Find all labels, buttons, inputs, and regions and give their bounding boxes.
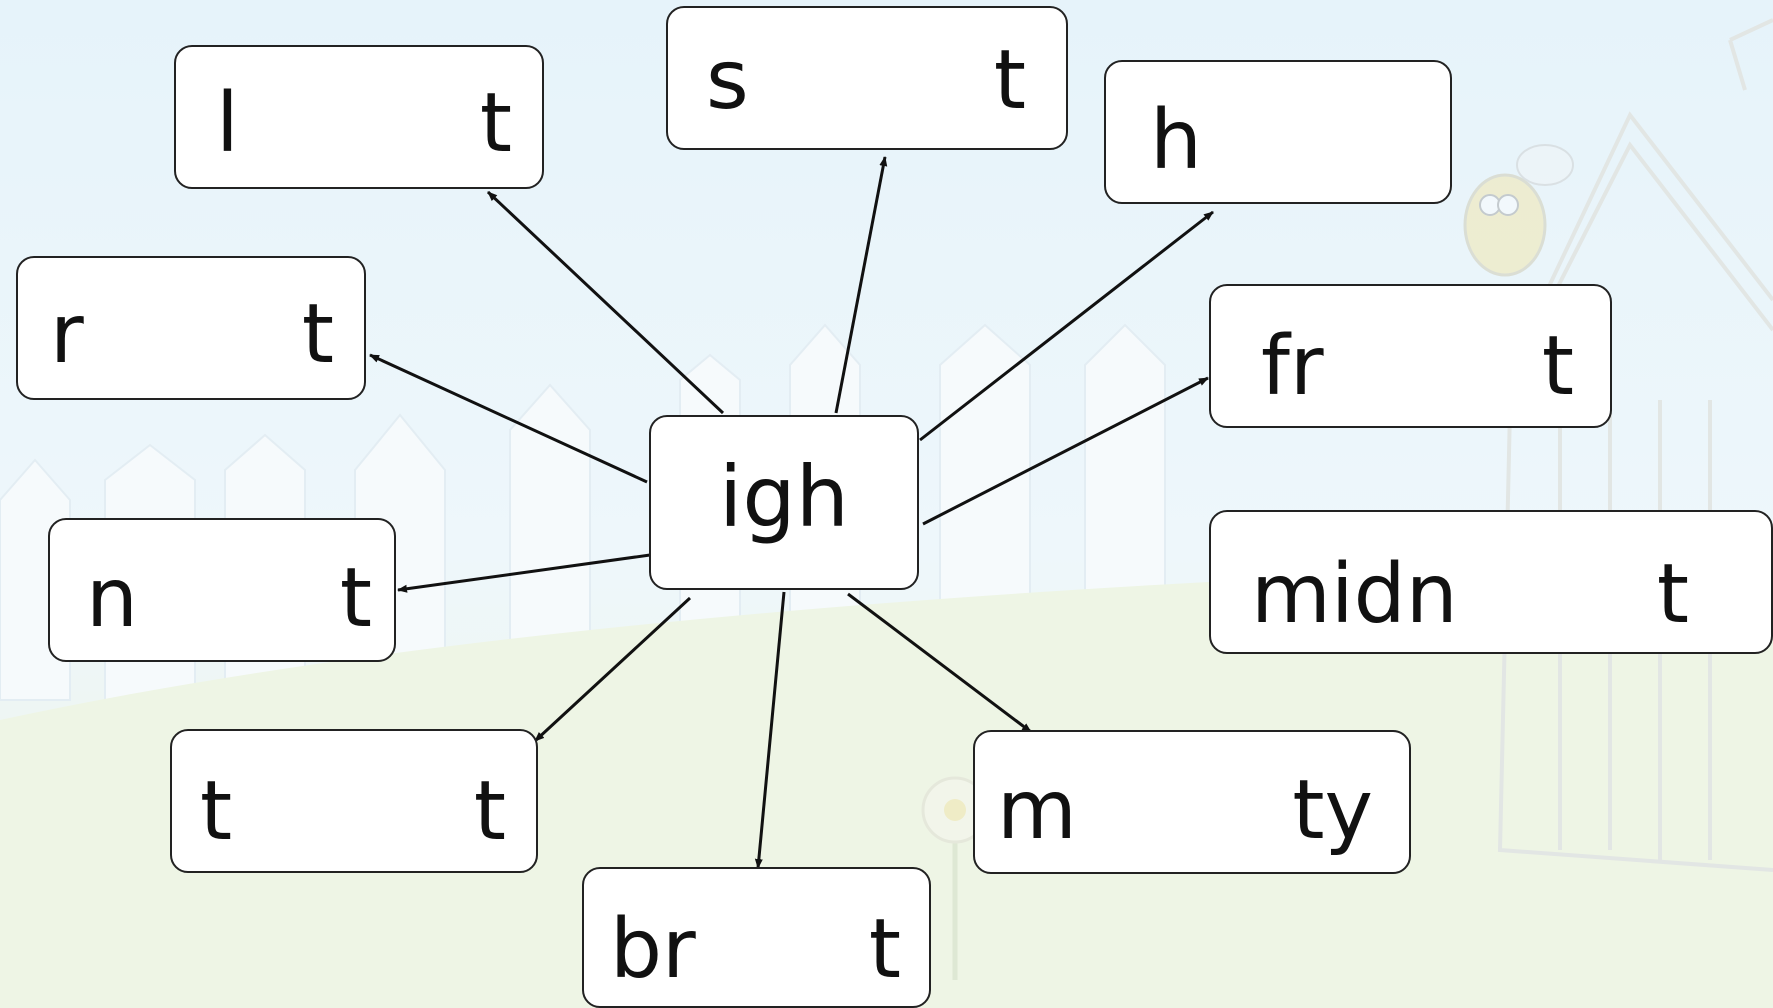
word-end: t [473, 764, 506, 859]
word-end: t [301, 287, 334, 382]
word-box-fr-t[interactable]: fr t [1209, 284, 1612, 428]
word-box-n-t[interactable]: n t [48, 518, 396, 662]
center-label: igh [719, 448, 849, 546]
word-start: s [706, 33, 749, 128]
word-end: ty [1292, 763, 1373, 858]
arrow-to-s-t [834, 156, 888, 414]
arrow-to-n-t [397, 553, 651, 593]
arrow-group [369, 156, 1214, 869]
arrow-to-m-ty [847, 592, 1032, 734]
word-start: fr [1261, 319, 1324, 414]
grass-hill [0, 560, 1773, 1008]
word-start: t [200, 764, 233, 859]
word-box-s-t[interactable]: s t [666, 6, 1068, 150]
arrow-to-h [919, 210, 1214, 442]
word-end: t [1541, 319, 1574, 414]
word-start: br [610, 902, 696, 997]
word-box-l-t[interactable]: l t [174, 45, 544, 189]
arrow-to-l-t [486, 190, 725, 415]
word-start: m [997, 763, 1077, 858]
word-box-h[interactable]: h [1104, 60, 1452, 204]
word-box-br-t[interactable]: br t [582, 867, 931, 1008]
word-end: t [1656, 547, 1689, 642]
word-start: midn [1251, 547, 1458, 642]
word-box-midn-t[interactable]: midn t [1209, 510, 1773, 654]
word-start: r [50, 287, 84, 382]
word-start: l [216, 76, 239, 171]
word-end: t [993, 33, 1026, 128]
word-start: h [1150, 93, 1202, 188]
word-end: t [479, 76, 512, 171]
bee-illustration [1463, 144, 1574, 277]
word-box-m-ty[interactable]: m ty [973, 730, 1411, 874]
arrow-to-fr-t [922, 376, 1209, 526]
word-end: t [868, 902, 901, 997]
arrow-to-t-t [533, 596, 692, 743]
word-end: t [339, 551, 372, 646]
center-box-igh: igh [649, 415, 919, 590]
word-box-t-t[interactable]: t t [170, 729, 538, 873]
arrow-to-r-t [369, 353, 648, 484]
arrow-to-br-t [754, 591, 786, 869]
word-box-r-t[interactable]: r t [16, 256, 366, 400]
word-start: n [86, 551, 138, 646]
